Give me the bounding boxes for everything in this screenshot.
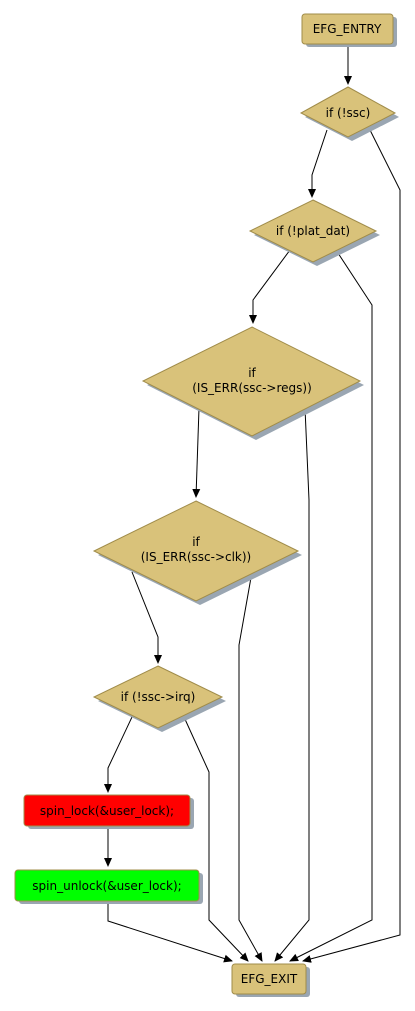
- check-ssc-label: if (!ssc): [326, 106, 371, 120]
- edge-check-ssc-to-exit: [302, 129, 401, 963]
- check-ssc-node[interactable]: if (!ssc): [299, 86, 399, 141]
- exit-node-label: EFG_EXIT: [241, 972, 298, 986]
- check-regs-label-line2: (IS_ERR(ssc->regs)): [192, 381, 312, 395]
- edge-check-plat-dat-to-check-regs: [249, 249, 291, 324]
- check-regs-label-line1: if: [248, 366, 256, 380]
- check-clk-node[interactable]: if (IS_ERR(ssc->clk)): [92, 500, 302, 605]
- edge-check-irq-to-spin-lock: [104, 716, 133, 793]
- edges: [104, 47, 401, 963]
- check-clk-label-line1: if: [192, 535, 200, 549]
- edge-check-clk-to-check-irq: [131, 571, 162, 664]
- exit-node[interactable]: EFG_EXIT: [231, 963, 310, 997]
- check-plat-dat-label: if (!plat_dat): [276, 224, 350, 238]
- edge-check-regs-to-check-clk: [192, 407, 201, 498]
- edge-check-irq-to-exit: [183, 716, 249, 962]
- spin-unlock-label: spin_unlock(&user_lock);: [32, 879, 181, 893]
- edge-check-regs-to-exit: [274, 407, 310, 962]
- check-plat-dat-node[interactable]: if (!plat_dat): [248, 199, 380, 266]
- check-irq-label: if (!ssc->irq): [121, 690, 196, 704]
- edge-check-clk-to-exit: [238, 571, 263, 962]
- entry-node-label: EFG_ENTRY: [313, 22, 382, 36]
- check-regs-node[interactable]: if (IS_ERR(ssc->regs)): [141, 326, 364, 440]
- edge-check-plat-dat-to-exit: [289, 249, 373, 962]
- edge-spin-unlock-to-exit: [107, 901, 233, 963]
- spin-lock-label: spin_lock(&user_lock);: [40, 804, 174, 818]
- entry-node[interactable]: EFG_ENTRY: [301, 13, 397, 47]
- spin-lock-node[interactable]: spin_lock(&user_lock);: [23, 794, 194, 829]
- edge-check-ssc-to-check-plat-dat: [308, 129, 328, 198]
- check-irq-node[interactable]: if (!ssc->irq): [92, 665, 226, 732]
- check-clk-label-line2: (IS_ERR(ssc->clk)): [141, 550, 252, 564]
- spin-unlock-node[interactable]: spin_unlock(&user_lock);: [14, 869, 203, 904]
